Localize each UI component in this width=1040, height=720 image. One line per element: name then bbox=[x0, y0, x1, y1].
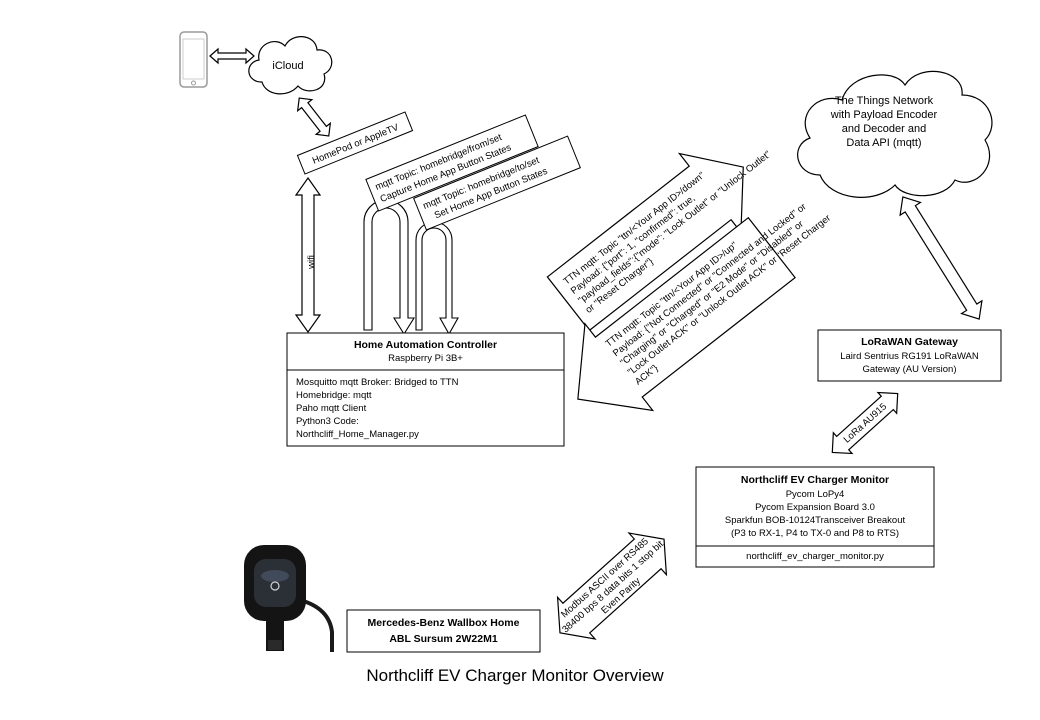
gateway-line-2: Gateway (AU Version) bbox=[863, 364, 957, 375]
monitor-line-1: Pycom LoPy4 bbox=[786, 489, 845, 500]
controller-item-5: Northcliff_Home_Manager.py bbox=[296, 429, 419, 440]
ttn-line-2: with Payload Encoder bbox=[830, 109, 938, 121]
wallbox-line-1: Mercedes-Benz Wallbox Home bbox=[368, 617, 520, 629]
icloud-label: iCloud bbox=[272, 60, 303, 72]
controller-subtitle: Raspberry Pi 3B+ bbox=[388, 353, 463, 364]
controller-item-4: Python3 Code: bbox=[296, 416, 359, 427]
icloud-cloud bbox=[248, 36, 333, 95]
gateway-line-1: Laird Sentrius RG191 LoRaWAN bbox=[840, 351, 979, 362]
lora-label: LoRa AU915 bbox=[842, 401, 889, 445]
phone-icloud-arrow bbox=[209, 47, 255, 65]
ttn-line-3: and Decoder and bbox=[842, 123, 926, 135]
ttn-gateway-arrow bbox=[899, 196, 983, 320]
controller-item-3: Paho mqtt Client bbox=[296, 403, 367, 414]
controller-item-2: Homebridge: mqtt bbox=[296, 390, 372, 401]
controller-box: Home Automation Controller Raspberry Pi … bbox=[286, 332, 565, 447]
icloud-homepod-arrow bbox=[296, 97, 332, 137]
wallbox-line-2: ABL Sursum 2W22M1 bbox=[389, 633, 497, 645]
monitor-title: Northcliff EV Charger Monitor bbox=[741, 474, 889, 486]
monitor-line-4: (P3 to RX-1, P4 to TX-0 and P8 to RTS) bbox=[731, 528, 899, 539]
gateway-box: LoRaWAN Gateway Laird Sentrius RG191 LoR… bbox=[817, 329, 1002, 382]
gateway-title: LoRaWAN Gateway bbox=[861, 336, 958, 348]
controller-title: Home Automation Controller bbox=[354, 339, 497, 351]
monitor-file: northcliff_ev_charger_monitor.py bbox=[746, 551, 884, 562]
modbus-line-2: 38400 bps 8 data bits 1 stop bit bbox=[560, 539, 666, 636]
iphone-icon bbox=[179, 31, 208, 88]
ttn-cloud bbox=[797, 70, 993, 198]
modbus-arrow bbox=[556, 532, 668, 640]
monitor-line-2: Pycom Expansion Board 3.0 bbox=[755, 502, 875, 513]
wifi-label: wifi bbox=[306, 255, 317, 270]
monitor-box: Northcliff EV Charger Monitor Pycom LoPy… bbox=[695, 466, 935, 568]
wallbox-image bbox=[244, 545, 334, 652]
ttn-line-4: Data API (mqtt) bbox=[846, 137, 921, 149]
diagram-title-text: Northcliff EV Charger Monitor Overview bbox=[366, 666, 664, 685]
mqtt-to-u-arrow bbox=[415, 221, 459, 336]
ttn-uplink-arrow bbox=[577, 216, 796, 412]
wifi-arrow bbox=[294, 176, 322, 334]
ttn-downlink-arrow bbox=[546, 152, 744, 332]
controller-item-1: Mosquitto mqtt Broker: Bridged to TTN bbox=[296, 377, 459, 388]
diagram-title: Northcliff EV Charger Monitor Overview bbox=[0, 666, 1040, 686]
monitor-line-3: Sparkfun BOB-10124Transceiver Breakout bbox=[725, 515, 906, 526]
lora-arrow bbox=[831, 391, 899, 455]
ttn-line-1: The Things Network bbox=[835, 95, 934, 107]
wallbox-box: Mercedes-Benz Wallbox Home ABL Sursum 2W… bbox=[346, 609, 541, 653]
mqtt-from-u-arrow bbox=[363, 199, 415, 336]
